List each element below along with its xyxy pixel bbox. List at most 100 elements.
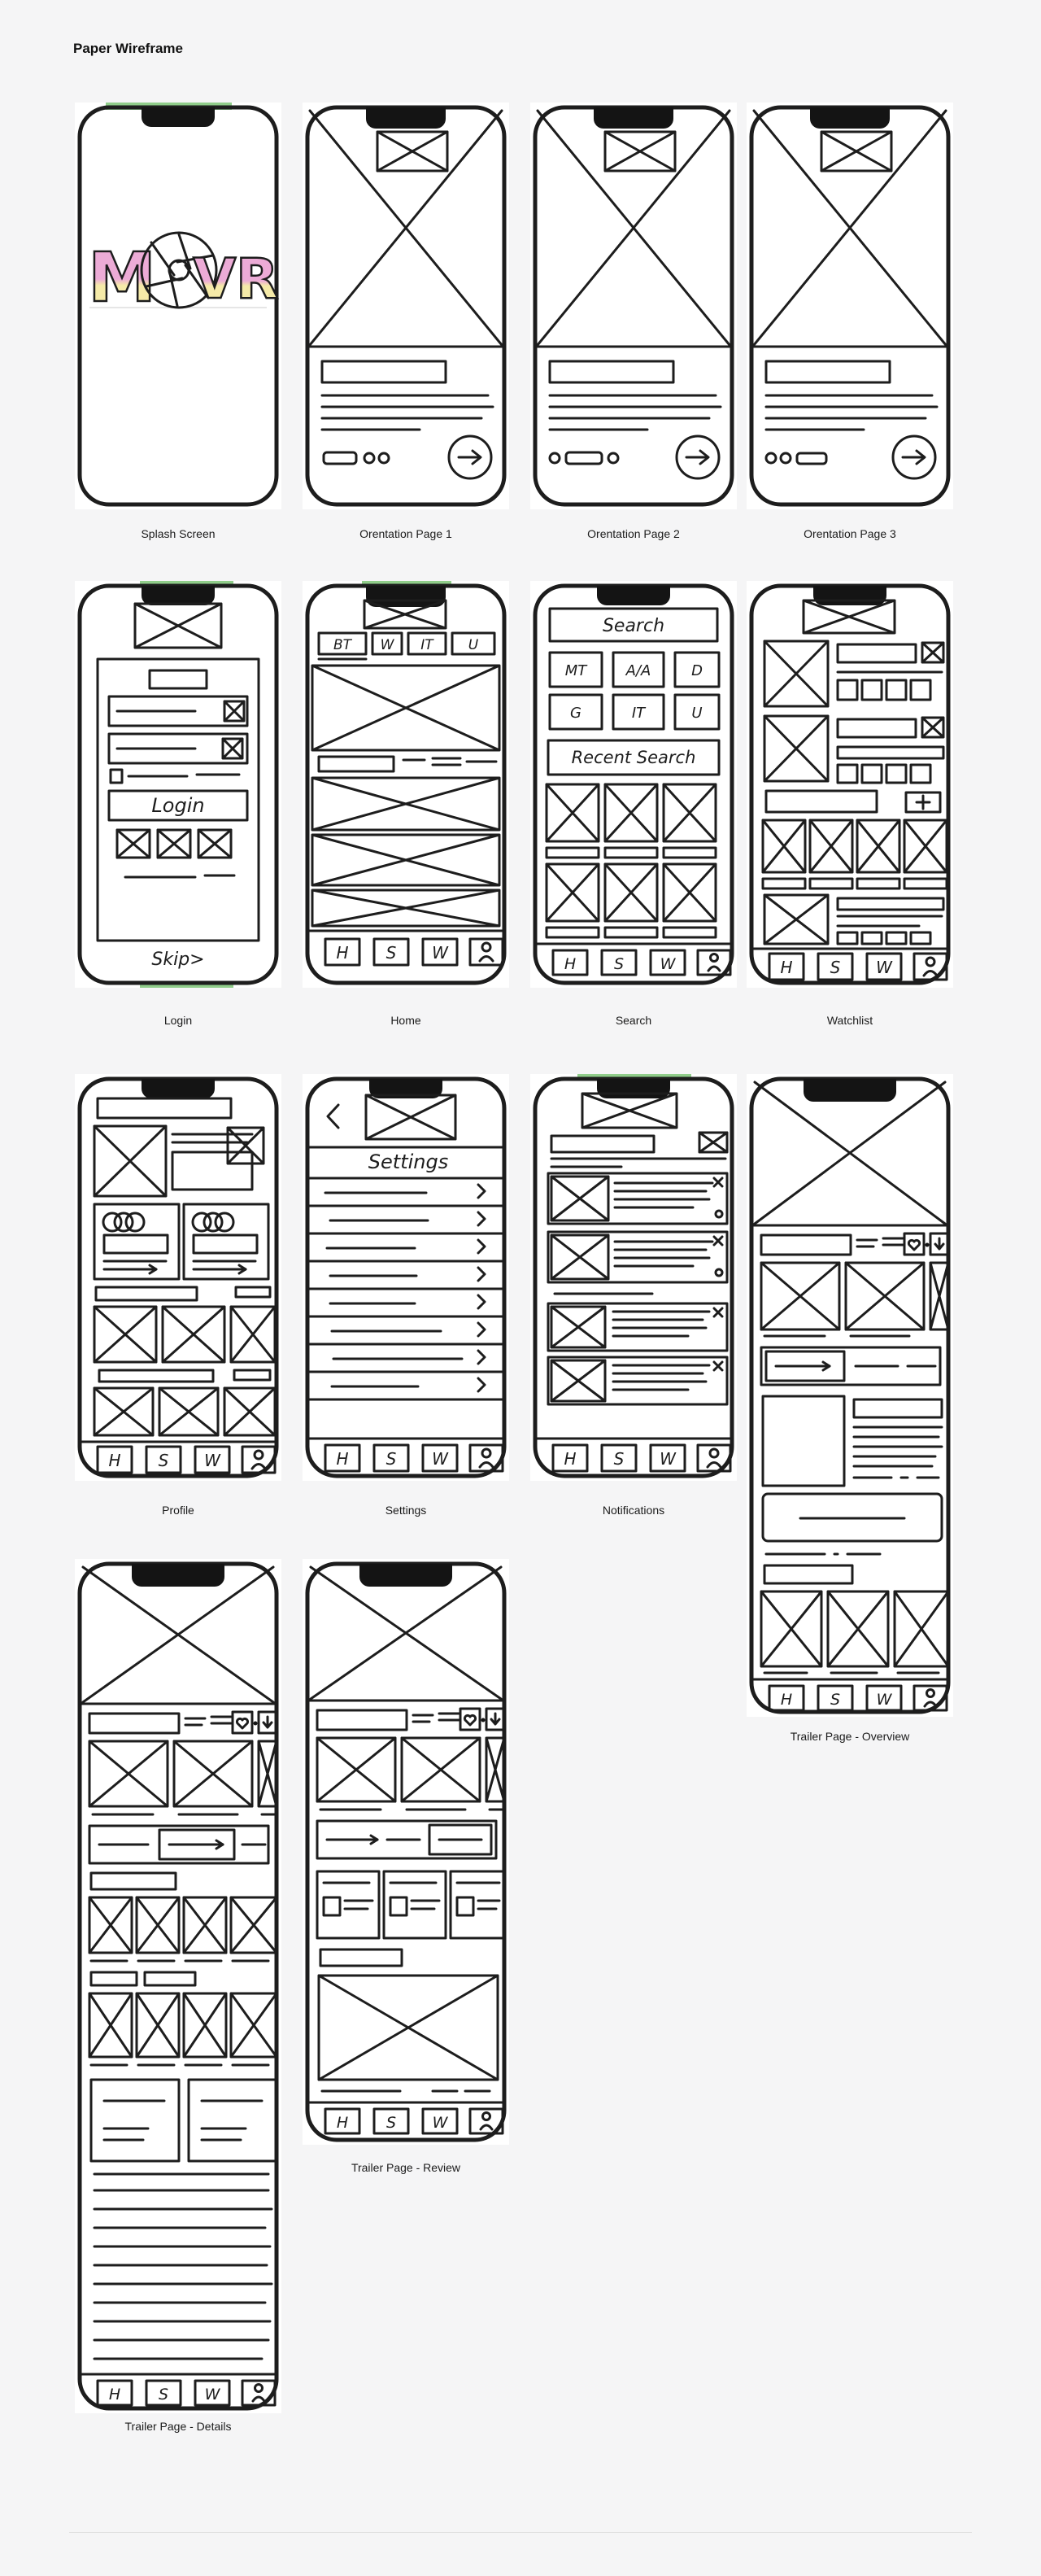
logo-letter-m: M — [88, 238, 156, 317]
tab-bar — [760, 1346, 942, 1386]
body-text-lines — [320, 394, 494, 431]
svg-text:W: W — [204, 1451, 221, 1470]
aperture-icon — [140, 231, 218, 309]
caption-watchlist: Watchlist — [826, 1014, 873, 1027]
svg-text:H: H — [336, 943, 348, 963]
cast-placeholders — [88, 1740, 278, 1808]
person-icon — [479, 2111, 494, 2131]
watchlist-item — [763, 714, 945, 784]
download-button — [929, 1232, 950, 1256]
remember-me-row — [109, 768, 241, 784]
svg-text:H: H — [564, 1449, 576, 1469]
headline-highlight — [764, 360, 891, 384]
poster-grid-placeholders — [545, 783, 717, 923]
chevron-right-icons — [477, 1183, 486, 1393]
svg-text:H: H — [780, 958, 792, 977]
phone-notch — [359, 1564, 452, 1587]
wireframe-card-trailer-review: H S W — [303, 1559, 509, 2145]
field-icon — [223, 700, 246, 723]
skip-link: Skip> — [151, 950, 204, 970]
svg-text:W: W — [205, 2386, 221, 2404]
next-button — [675, 434, 721, 480]
wireframe-card-trailer-overview: H S W — [747, 1074, 953, 1717]
title-bar — [550, 1134, 656, 1154]
notification-card — [547, 1172, 729, 1225]
section-title-bar — [319, 1948, 403, 1967]
bottom-nav: H S W — [307, 1437, 504, 1473]
description-text-lines — [93, 2189, 273, 2360]
person-icon — [250, 1449, 267, 1470]
trailer-video-placeholder — [751, 1081, 949, 1227]
watchlist-item — [763, 893, 945, 945]
svg-text:W: W — [381, 637, 395, 653]
svg-text:BT: BT — [333, 637, 353, 653]
svg-text:IT: IT — [420, 637, 434, 653]
orientation3-sketch — [749, 105, 951, 507]
page-indicator — [764, 452, 828, 465]
banner-placeholder — [802, 599, 896, 635]
phone-notch — [804, 1079, 896, 1102]
caption-trailer-review: Trailer Page - Review — [351, 2161, 461, 2174]
favorite-button — [459, 1707, 481, 1731]
unread-dot — [714, 1268, 724, 1277]
login-card — [96, 657, 260, 942]
phone-notch — [597, 586, 670, 605]
dot — [253, 1721, 258, 1726]
close-icon — [712, 1360, 724, 1372]
wireframe-card-trailer-details: H S W — [75, 1559, 281, 2413]
person-icon — [478, 941, 494, 963]
trailer-video-placeholder — [307, 1565, 505, 1702]
notifications-sketch: H S W — [533, 1074, 734, 1478]
close-icon — [712, 1307, 724, 1318]
wireframe-card-login: Login Skip> — [75, 581, 281, 988]
phone-notch — [597, 1079, 670, 1098]
poster-row-placeholders — [93, 1305, 277, 1364]
person-icon — [707, 953, 721, 972]
caption-trailer-overview: Trailer Page - Overview — [790, 1730, 910, 1743]
svg-text:H: H — [564, 955, 576, 973]
wireframe-card-profile: H S W — [75, 1074, 281, 1481]
login-sketch: Login Skip> — [77, 581, 279, 988]
person-icon — [923, 1688, 938, 1708]
logo-placeholder — [133, 602, 223, 649]
svg-text:MT: MT — [565, 662, 589, 679]
phone-notch — [813, 586, 886, 605]
poster-caption-bars — [545, 846, 717, 939]
arrow-icon — [369, 1834, 379, 1845]
review-cards — [316, 1870, 506, 1940]
svg-text:H: H — [336, 1449, 348, 1469]
add-row — [764, 789, 942, 814]
get-started-button — [891, 434, 937, 480]
unread-dot — [714, 1209, 724, 1219]
svg-text:H: H — [781, 1691, 792, 1709]
wireframe-card-splash: M VR — [75, 103, 281, 509]
svg-text:W: W — [877, 1691, 893, 1709]
phone-notch — [132, 1564, 224, 1587]
body-text-lines — [764, 394, 939, 431]
review-banner-placeholder — [317, 1974, 499, 2081]
heart-icon — [463, 1714, 477, 1727]
section-header — [317, 755, 498, 773]
orientation1-sketch — [305, 105, 507, 507]
heart-icon — [235, 1717, 250, 1730]
wireframe-card-orientation1 — [303, 103, 509, 509]
phone-frame — [749, 105, 951, 507]
download-icon — [262, 1715, 273, 1729]
svg-text:S: S — [159, 1451, 169, 1470]
section-header-bars — [98, 1369, 272, 1383]
svg-text:W: W — [660, 1449, 677, 1469]
phone-notch — [142, 107, 215, 127]
title-row — [316, 1707, 506, 1731]
logo-placeholder — [363, 599, 447, 630]
svg-text:W: W — [433, 2114, 449, 2132]
download-button — [485, 1707, 506, 1731]
phone-frame — [305, 1561, 507, 2142]
svg-text:W: W — [432, 943, 449, 963]
svg-text:H: H — [337, 2114, 348, 2132]
header-placeholders — [581, 1092, 729, 1154]
person-icon — [251, 2383, 266, 2403]
page-indicator — [322, 451, 390, 465]
logo-placeholder — [820, 130, 893, 172]
tab-bar — [88, 1824, 270, 1865]
